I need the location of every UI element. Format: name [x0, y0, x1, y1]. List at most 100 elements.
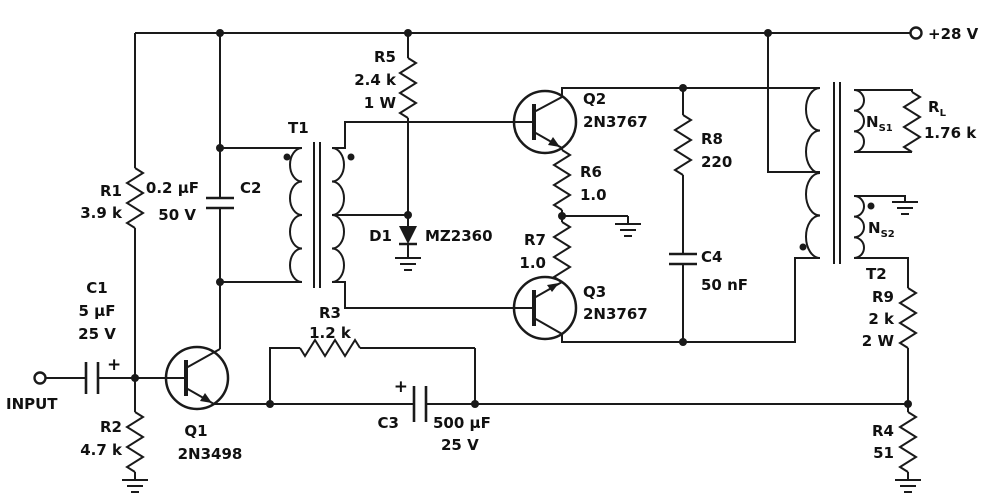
- c3-polarity: +: [394, 377, 408, 397]
- capacitor-c3-symbol: [412, 386, 428, 422]
- t1-phase-dot-secondary: [347, 153, 355, 161]
- c4-name: C4: [701, 248, 722, 266]
- c1-voltage: 25 V: [78, 325, 116, 343]
- r6-value: 1.0: [580, 186, 607, 204]
- t2-phase-dot-primary: [799, 243, 807, 251]
- t1-phase-dot-primary: [283, 153, 291, 161]
- capacitors: [84, 196, 697, 422]
- t2-primary-winding: [805, 87, 821, 259]
- r5-value: 2.4 k: [354, 71, 397, 89]
- ground-d1: [395, 257, 421, 271]
- junction-dot: [266, 400, 274, 408]
- d1-name: D1: [369, 227, 392, 245]
- ground-ns2: [892, 201, 918, 215]
- ground-emitters: [615, 223, 641, 237]
- junction-dot: [471, 400, 479, 408]
- resistor-r1-symbol: [125, 167, 145, 229]
- t2-secondary-ns2-winding: [853, 195, 865, 259]
- r2-name: R2: [100, 418, 122, 436]
- transistor-q1-circle: [164, 345, 230, 411]
- resistor-r3-symbol: [299, 338, 361, 358]
- rl-name: RL: [928, 98, 947, 119]
- q2-part: 2N3767: [583, 113, 648, 131]
- transistor-q3-symbol: [512, 275, 578, 341]
- supply-label: +28 V: [928, 25, 979, 43]
- transformer-t2-symbol: [799, 82, 875, 264]
- t1-secondary-winding: [331, 147, 345, 283]
- r9-value: 2 k: [868, 310, 895, 328]
- transistor-q2-circle: [512, 89, 578, 155]
- junction-dot: [679, 84, 687, 92]
- capacitor-c4-symbol: [669, 252, 697, 266]
- junction-dot: [216, 144, 224, 152]
- wires: [45, 32, 913, 480]
- c3-voltage: 25 V: [441, 436, 479, 454]
- resistors: [125, 57, 922, 473]
- resistor-r8-symbol: [673, 114, 693, 176]
- c1-polarity: +: [107, 355, 121, 375]
- input-label: INPUT: [6, 395, 58, 413]
- junction-dot: [679, 338, 687, 346]
- q1-part: 2N3498: [178, 445, 243, 463]
- c2-voltage: 50 V: [158, 206, 196, 224]
- transistor-q3-circle: [512, 275, 578, 341]
- input-terminal: [33, 371, 47, 385]
- resistor-r9-symbol: [898, 287, 918, 349]
- resistor-r5-symbol: [398, 57, 418, 119]
- resistor-r6-symbol: [552, 149, 572, 211]
- junction-dot: [764, 29, 772, 37]
- r2-value: 4.7 k: [80, 441, 123, 459]
- c2-name: C2: [240, 179, 261, 197]
- r1-value: 3.9 k: [80, 204, 123, 222]
- t2-phase-dot-ns2: [867, 202, 875, 210]
- diode-d1-symbol: [399, 226, 417, 246]
- c3-value: 500 μF: [433, 414, 491, 432]
- ground-r4: [895, 479, 921, 493]
- q1-name: Q1: [184, 422, 207, 440]
- t1-core: [313, 142, 321, 288]
- transistor-q3-emitter-arrow: [547, 283, 559, 292]
- r1-name: R1: [100, 182, 122, 200]
- grounds: [122, 201, 921, 493]
- transformer-t1-symbol: [283, 142, 355, 288]
- junction-dot: [404, 211, 412, 219]
- r5-name: R5: [374, 48, 396, 66]
- d1-part: MZ2360: [425, 227, 493, 245]
- transistor-q1-symbol: [164, 345, 230, 411]
- rl-value: 1.76 k: [924, 124, 977, 142]
- r3-name: R3: [319, 304, 341, 322]
- labels: +28 V INPUT R1 3.9 k C1 5 μF 25 V + R2 4…: [6, 25, 979, 463]
- capacitor-c1-symbol: [84, 362, 100, 394]
- q3-name: Q3: [583, 283, 606, 301]
- r7-value: 1.0: [519, 254, 546, 272]
- resistor-r4-symbol: [898, 411, 918, 473]
- r8-name: R8: [701, 130, 723, 148]
- r9-power: 2 W: [862, 332, 895, 350]
- resistor-rl-symbol: [902, 91, 922, 153]
- r4-name: R4: [872, 422, 894, 440]
- r5-power: 1 W: [364, 94, 397, 112]
- capacitor-c2-symbol: [206, 196, 234, 210]
- junction-dot: [216, 29, 224, 37]
- r6-name: R6: [580, 163, 602, 181]
- r3-value: 1.2 k: [309, 324, 352, 342]
- junction-dots: [131, 29, 912, 408]
- c3-name: C3: [378, 414, 399, 432]
- junction-dot: [558, 212, 566, 220]
- transistor-q2-symbol: [512, 89, 578, 155]
- resistor-r2-symbol: [125, 411, 145, 473]
- c2-value: 0.2 μF: [146, 179, 199, 197]
- junction-dot: [216, 278, 224, 286]
- ground-r2: [122, 479, 148, 493]
- r7-name: R7: [524, 231, 546, 249]
- transistor-q2-emitter-arrow: [548, 137, 560, 147]
- transistor-q1-emitter-arrow: [200, 393, 212, 403]
- q3-part: 2N3767: [583, 305, 648, 323]
- t2-secondary-ns1-winding: [853, 89, 865, 153]
- r9-name: R9: [872, 288, 894, 306]
- t1-name: T1: [288, 119, 309, 137]
- junction-dot: [404, 29, 412, 37]
- resistor-r7-symbol: [552, 221, 572, 283]
